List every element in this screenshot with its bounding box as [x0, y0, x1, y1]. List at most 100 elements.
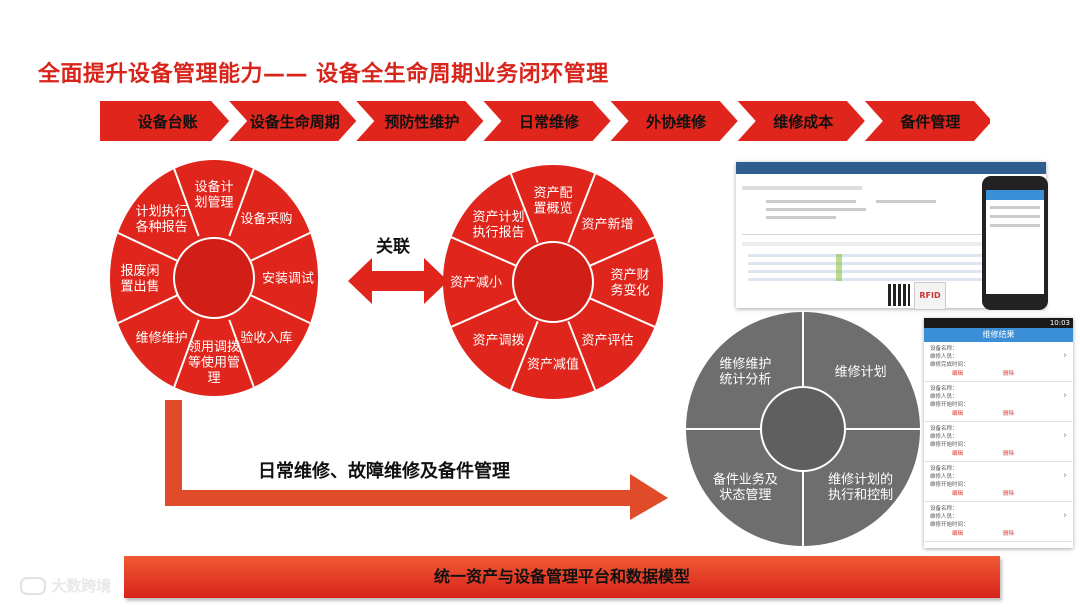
wheel-hub	[760, 386, 846, 472]
step-label: 外协维修	[645, 113, 707, 131]
step-chevron	[100, 101, 230, 141]
link-label: 关联	[376, 237, 410, 257]
record-field: 设备名称：	[930, 426, 958, 432]
wheel-divider	[509, 320, 539, 391]
wheel-divider	[250, 294, 311, 325]
chevron-right-icon: ›	[1063, 430, 1067, 441]
step-label: 设备台账	[138, 113, 198, 131]
step-chevron	[737, 101, 865, 141]
record-field: 维修人员：	[930, 394, 958, 400]
wheel-segment-label: 报废闲置出售	[120, 263, 159, 295]
wheel-divider	[117, 294, 178, 325]
record-field: 维修开始时间：	[930, 442, 969, 448]
logo-icon	[20, 576, 46, 595]
step-label: 设备生命周期	[250, 113, 340, 131]
list-item[interactable]: 设备名称：维修人员：维修完成时间：编辑删除›	[924, 342, 1073, 382]
step-chevron	[610, 101, 738, 141]
wheel-segment-label: 验收入库	[240, 330, 292, 346]
wheel-hub	[512, 241, 594, 323]
wheel-divider	[450, 297, 517, 328]
step-chevron	[483, 101, 611, 141]
record-field: 维修开始时间：	[930, 482, 969, 488]
status-time: 10:03	[924, 318, 1073, 328]
chevron-right-icon: ›	[1063, 390, 1067, 401]
wheel-divider	[450, 236, 517, 267]
rfid-tag: RFID	[914, 282, 946, 310]
list-item[interactable]: 设备名称： 维修人员： 维修开始时间： 编辑 删除 ›	[924, 422, 1073, 462]
wheel-segment-label: 领用调拨等使用管理	[188, 340, 240, 386]
edit-link[interactable]: 编辑	[952, 491, 964, 497]
app-header: 维修结果	[924, 328, 1073, 342]
edit-link[interactable]: 编辑	[952, 531, 964, 537]
wheel-hub	[173, 237, 255, 319]
lifecycle-wheel: 设备计划管理设备采购安装调试验收入库领用调拨等使用管理维修维护报废闲置出售计划执…	[110, 160, 318, 396]
flow-arrow	[165, 400, 668, 520]
wheel-segment-label: 资产新增	[581, 217, 633, 233]
delete-link[interactable]: 删除	[1003, 411, 1015, 417]
flow-label: 日常维修、故障维修及备件管理	[258, 461, 510, 482]
delete-link[interactable]: 删除	[1003, 531, 1015, 537]
step-label: 日常维修	[519, 113, 580, 131]
wheel-segment-label: 维修计划的执行和控制	[828, 471, 893, 503]
qr-code	[888, 284, 910, 306]
list-item[interactable]: 设备名称： 维修人员： 维修开始时间： 编辑 删除 ›	[924, 462, 1073, 502]
record-field: 维修人员：	[930, 434, 958, 440]
wheel-divider	[228, 168, 255, 237]
record-field: 设备名称：	[930, 466, 958, 472]
step-chevron	[864, 101, 990, 141]
wheel-divider	[117, 231, 178, 262]
wheel-divider	[567, 173, 597, 244]
record-field: 维修开始时间：	[930, 522, 969, 528]
record-field: 维修人员：	[930, 474, 958, 480]
record-field: 维修人员：	[930, 354, 958, 360]
wheel-divider	[589, 236, 656, 267]
wheel-segment-label: 资产财务变化	[610, 268, 649, 299]
wheel-segment-label: 设备采购	[240, 211, 292, 227]
wheel-segment-label: 资产评估	[581, 333, 633, 348]
phone-mockup	[982, 176, 1048, 310]
record-field: 维修人员：	[930, 514, 958, 520]
wheel-segment-label: 计划执行各种报告	[136, 204, 188, 235]
chevron-right-icon: ›	[1063, 470, 1067, 481]
step-label: 维修成本	[773, 113, 833, 131]
edit-link[interactable]: 编辑	[952, 371, 964, 377]
wheel-segment-label: 设备计划管理	[194, 179, 233, 211]
record-field: 维修完成时间：	[930, 362, 969, 368]
wheel-segment-label: 资产调拨	[473, 333, 525, 348]
wheel-segment-label: 维修计划	[835, 365, 887, 380]
wheel-segment-label: 资产减值	[527, 356, 579, 372]
watermark-text: 大数跨境	[51, 577, 112, 595]
record-field: 维修开始时间：	[930, 402, 969, 408]
process-steps: 设备台账 设备生命周期 预防性维护 日常维修 外协维修 维修成本 备件管理	[100, 101, 990, 141]
step-chevron	[229, 101, 357, 141]
wheel-segment-label: 维修维护统计分析	[719, 357, 771, 388]
platform-bar: 统一资产与设备管理平台和数据模型	[124, 556, 1000, 598]
wheel-segment-label: 资产配置概览	[533, 186, 572, 217]
wheel-segment-label: 资产减小	[450, 276, 502, 291]
record-field: 设备名称：	[930, 346, 958, 352]
delete-link[interactable]: 删除	[1003, 491, 1015, 497]
step-label: 预防性维护	[384, 113, 459, 131]
wheel-divider	[250, 231, 311, 262]
delete-link[interactable]: 删除	[1003, 451, 1015, 457]
platform-label: 统一资产与设备管理平台和数据模型	[433, 567, 690, 586]
wheel-divider	[567, 320, 597, 391]
mobile-app-screenshot: 10:03 维修结果 设备名称：维修人员：维修完成时间：编辑删除›设备名称：维修…	[924, 318, 1073, 548]
wheel-divider	[589, 297, 656, 328]
delete-link[interactable]: 删除	[1003, 371, 1015, 377]
list-item[interactable]: 设备名称：维修人员：维修开始时间：编辑删除›	[924, 502, 1073, 542]
list-item[interactable]: 设备名称： 维修人员： 维修开始时间： 编辑 删除 ›	[924, 382, 1073, 422]
wheel-divider	[228, 319, 255, 388]
step-label: 备件管理	[899, 113, 960, 131]
edit-link[interactable]: 编辑	[952, 411, 964, 417]
edit-link[interactable]: 编辑	[952, 451, 964, 457]
record-field: 设备名称：	[930, 386, 958, 392]
wheel-divider	[509, 173, 539, 244]
wheel-segment-label: 备件业务及状态管理	[713, 471, 778, 503]
page-title: 全面提升设备管理能力—— 设备全生命周期业务闭环管理	[38, 62, 609, 87]
wheel-divider	[173, 319, 200, 388]
wheel-segment-label: 安装调试	[262, 272, 314, 287]
step-chevron	[356, 101, 484, 141]
wheel-divider	[173, 168, 200, 237]
